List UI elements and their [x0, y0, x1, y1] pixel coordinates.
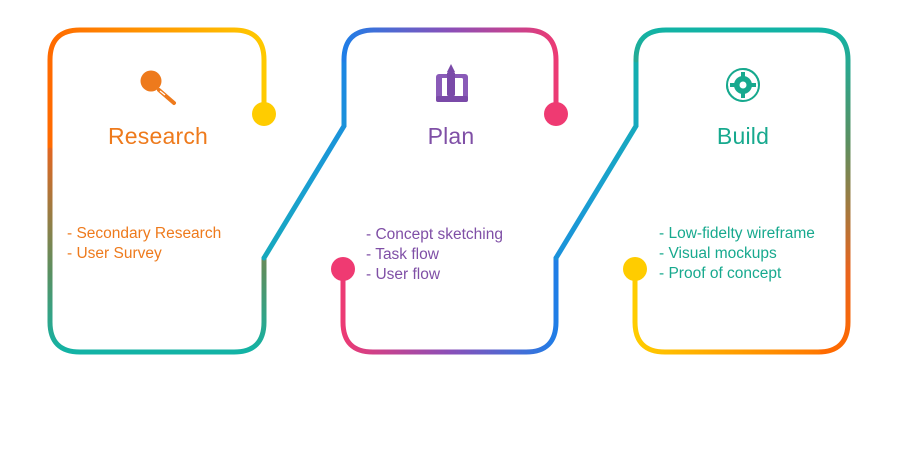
plan-outline-bottom — [340, 255, 559, 355]
plan-end-dot — [544, 102, 568, 126]
build-start-dot — [623, 257, 647, 281]
build-list: - Low-fidelty wireframe - Visual mockups… — [659, 224, 815, 284]
list-item: - User flow — [366, 266, 441, 283]
list-item: - Concept sketching — [366, 226, 503, 243]
build-outline-bottom — [632, 266, 821, 355]
research-outline-side — [47, 147, 267, 355]
list-item: - Proof of concept — [659, 265, 782, 282]
list-item: - Low-fidelty wireframe — [659, 225, 815, 242]
research-outline-top — [47, 27, 267, 153]
research-title: Research — [107, 123, 209, 149]
research-list: - Secondary Research - User Survey — [67, 224, 221, 264]
list-item: - User Survey — [67, 245, 162, 262]
plan-outline-top — [341, 27, 559, 117]
list-item: - Secondary Research — [67, 225, 222, 242]
build-outline-top — [633, 27, 851, 355]
plan-start-dot — [331, 257, 355, 281]
list-item: - Task flow — [366, 246, 439, 263]
list-item: - Visual mockups — [659, 245, 777, 262]
gear-cycle-icon — [726, 68, 760, 102]
plan-list: - Concept sketching - Task flow - User f… — [366, 225, 503, 285]
plan-title: Plan — [427, 123, 475, 149]
research-end-dot — [252, 102, 276, 126]
magnifier-icon — [140, 70, 176, 105]
notebook-pen-icon — [436, 64, 468, 102]
build-title: Build — [716, 123, 770, 149]
connector-plan-build — [553, 57, 639, 261]
connector-research-plan — [261, 57, 347, 261]
